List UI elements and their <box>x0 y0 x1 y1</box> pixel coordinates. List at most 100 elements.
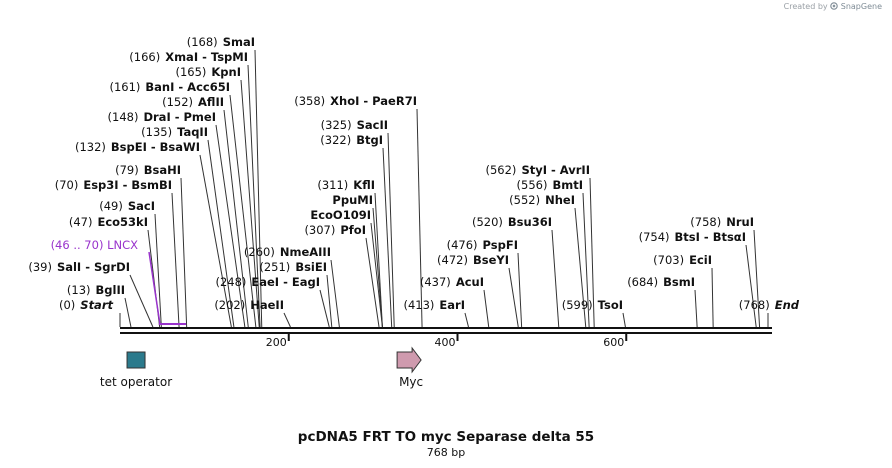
site-marker: EcoO109I <box>310 208 383 328</box>
feature-box: tet operator <box>100 351 172 389</box>
site-leader-line <box>574 207 587 328</box>
site-name-label: EciI <box>689 253 712 267</box>
site-marker: (703) EciI <box>653 253 714 328</box>
site-marker: (165)KpnI <box>175 65 260 328</box>
site-name-label: SacI <box>128 199 155 213</box>
site-position-label: (251) <box>259 260 290 274</box>
site-position-label: (520) <box>472 215 503 229</box>
site-marker: (437) AcuI <box>420 275 490 328</box>
feature-label: tet operator <box>100 375 172 389</box>
site-name-label: BtsI - BtsαI <box>675 230 746 244</box>
site-name-label: EarI <box>439 298 465 312</box>
site-name-label: BspEI - BsaWI <box>111 140 200 154</box>
site-position-label: (202) <box>214 298 245 312</box>
site-name-label: NheI <box>545 193 575 207</box>
site-position-label: (768) <box>739 298 770 312</box>
site-leader-line <box>589 177 595 328</box>
site-position-label: (165) <box>175 65 206 79</box>
site-position-label: (562) <box>486 163 517 177</box>
site-leader-line <box>745 244 757 328</box>
site-marker: (322)BtgI <box>320 133 393 328</box>
site-leader-line <box>387 132 395 328</box>
site-leader-line <box>374 192 383 328</box>
site-marker: (161)BanI - Acc65I <box>109 80 257 328</box>
site-position-label: (703) <box>653 253 684 267</box>
site-marker: (39)SalI - SgrDI <box>28 260 154 328</box>
feature-arrow <box>396 346 422 374</box>
site-marker: (476)PspFI <box>447 238 523 328</box>
site-marker: (13) BglII <box>67 283 132 328</box>
site-position-label: (49) <box>99 199 123 213</box>
site-leader-line <box>753 229 761 328</box>
site-marker: (202)HaeII <box>214 298 291 328</box>
site-marker: (768) End <box>739 298 800 327</box>
site-marker: (758)NruI <box>690 215 761 328</box>
site-leader-line <box>199 154 232 328</box>
site-marker: (754) BtsI - BtsαI <box>639 230 757 328</box>
snapgene-logo-icon <box>830 2 838 10</box>
site-name-label: Start <box>80 298 113 312</box>
site-position-label: (552) <box>509 193 540 207</box>
site-leader-line <box>372 207 383 328</box>
site-position-label: (754) <box>639 230 670 244</box>
site-name-label: AcuI <box>456 275 484 289</box>
site-name-label: TsoI <box>598 298 623 312</box>
site-position-label: (437) <box>420 275 451 289</box>
snapgene-credit: Created by SnapGene <box>784 2 882 11</box>
site-leader-line <box>326 274 333 328</box>
site-name-label: End <box>775 298 800 312</box>
site-name-label: DraI - PmeI <box>143 110 216 124</box>
site-position-label: (152) <box>162 95 193 109</box>
sequence-length: 768 bp <box>426 446 466 459</box>
site-marker: (132) BspEI - BsaWI <box>75 140 232 328</box>
site-leader-line <box>240 79 260 328</box>
site-name-label: Bsu36I <box>508 215 552 229</box>
site-name-label: PspFI <box>483 238 518 252</box>
site-name-label: PpuMI <box>332 193 373 207</box>
site-marker: (0) Start <box>59 298 121 327</box>
site-marker: (166) XmaI - TspMI <box>129 50 261 328</box>
site-name-label: XhoI - PaeR7I <box>330 94 417 108</box>
credit-brand: SnapGene <box>840 2 882 11</box>
credit-text: Created by <box>783 2 828 11</box>
site-leader-line <box>517 252 523 328</box>
site-leader-line <box>365 237 380 328</box>
site-marker: (358) XhoI - PaeR7I <box>294 94 423 328</box>
site-leader-line <box>464 312 469 328</box>
scale-tick-label: 600 <box>603 336 624 349</box>
site-position-label: (248) <box>215 275 246 289</box>
site-name-label: TaqII <box>177 125 208 139</box>
site-position-label: (47) <box>69 215 93 229</box>
site-name-label: BglII <box>96 283 126 297</box>
site-position-label: (135) <box>141 125 172 139</box>
site-leader-line <box>508 267 519 328</box>
site-name-label: BseYI <box>473 253 509 267</box>
site-leader-line <box>180 177 188 328</box>
site-position-label: (325) <box>321 118 352 132</box>
site-position-label: (13) <box>67 283 91 297</box>
feature-arrow: Myc <box>396 346 423 389</box>
site-leader-line <box>229 94 257 328</box>
site-name-label: BsaHI <box>144 163 181 177</box>
site-leader-line <box>254 49 263 328</box>
site-marker: (79) BsaHI <box>115 163 188 328</box>
site-leader-line <box>330 259 340 328</box>
site-position-label: (358) <box>294 94 325 108</box>
site-marker: PpuMI <box>332 193 383 328</box>
site-position-label: (166) <box>129 50 160 64</box>
site-name-label: Eco53kI <box>97 215 148 229</box>
site-name-label: StyI - AvrII <box>521 163 590 177</box>
site-marker: (311)KflI <box>317 178 383 328</box>
site-name-label: XmaI - TspMI <box>165 50 248 64</box>
site-position-label: (79) <box>115 163 139 177</box>
site-leader-line <box>622 312 626 328</box>
site-name-label: BsmI <box>663 275 695 289</box>
site-position-label: (307) <box>304 223 335 237</box>
site-position-label: (684) <box>627 275 658 289</box>
feature-box <box>126 351 146 369</box>
site-position-label: (0) <box>59 298 75 312</box>
site-position-label: (132) <box>75 140 106 154</box>
site-leader-line <box>582 192 590 328</box>
site-name-label: SmaI <box>223 35 255 49</box>
